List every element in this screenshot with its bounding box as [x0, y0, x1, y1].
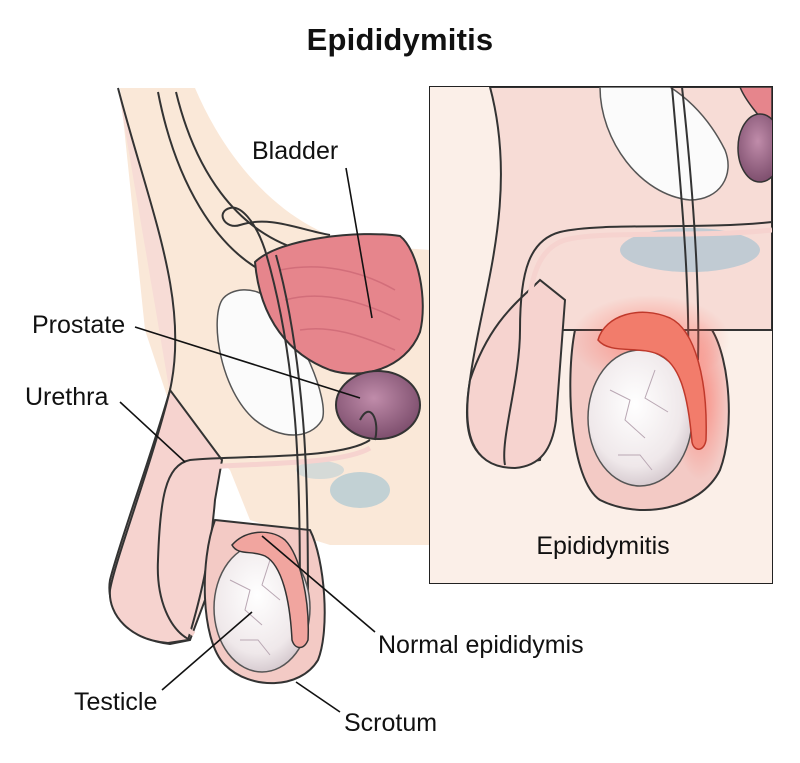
label-testicle: Testicle	[74, 688, 158, 716]
urethra-leader	[119, 401, 186, 463]
label-normal-epididymis: Normal epididymis	[378, 631, 584, 659]
label-urethra: Urethra	[25, 383, 109, 411]
label-bladder: Bladder	[252, 137, 339, 165]
epididymis-leader	[261, 535, 376, 633]
main-diagram	[108, 87, 430, 685]
vas-deferens	[221, 206, 378, 626]
prostate	[335, 370, 421, 440]
label-prostate: Prostate	[32, 311, 126, 339]
prostate-leader	[134, 326, 361, 399]
label-scrotum: Scrotum	[344, 709, 438, 737]
testicle-leader	[161, 611, 253, 691]
diagram-title: Epididymitis	[306, 22, 494, 57]
inset-panel	[429, 86, 773, 584]
scrotum-leader	[295, 681, 341, 713]
normal-epididymis	[231, 531, 310, 649]
inflamed-epididymis	[597, 311, 707, 450]
leader-lines	[119, 167, 376, 713]
bladder-leader	[345, 167, 373, 319]
inset-caption: Epididymitis	[536, 532, 670, 560]
bladder	[253, 233, 424, 375]
